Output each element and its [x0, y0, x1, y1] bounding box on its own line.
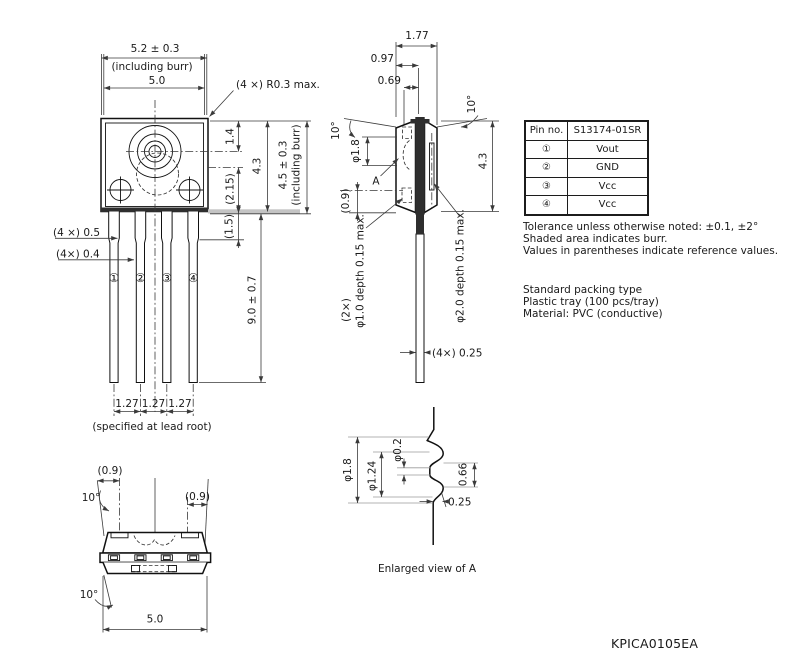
dim-height-burr: 4.5 ± 0.3: [278, 141, 290, 190]
burr-extension-band: [208, 209, 300, 214]
dim-pitch-2: 1.27: [142, 398, 165, 410]
note-packing-material: Material: PVC (conductive): [523, 308, 663, 321]
leads-front: [108, 211, 199, 383]
enlarged-view-caption: Enlarged view of A: [378, 563, 477, 575]
alignment-hole-right: [176, 176, 203, 204]
pitch-note: (specified at lead root): [92, 421, 211, 433]
bottom-body-upper: [101, 531, 209, 554]
dim-body-height: 4.3: [252, 158, 264, 175]
side-body-right: [423, 119, 438, 214]
note-tolerance: Tolerance unless otherwise noted: ±0.1, …: [523, 221, 759, 233]
groove-profile: [426, 407, 444, 545]
dim-lead-thickness: (4×) 0.25: [432, 348, 482, 360]
burr-shading: [101, 207, 208, 212]
pin-number-4: ④: [188, 271, 199, 285]
note-packing-title: Standard packing type: [523, 283, 643, 296]
dim-side-width: 1.77: [405, 30, 428, 42]
dim-side-097: 0.97: [371, 53, 394, 65]
front-view: 5.2 ± 0.3 (including burr) 5.0 (4 ×) R0.…: [53, 43, 320, 433]
side-burr-band: [415, 117, 425, 215]
drawing-notes: Tolerance unless otherwise noted: ±0.1, …: [523, 221, 778, 320]
table-row: ② GND: [524, 158, 649, 178]
table-pin-fn-1: Vout: [567, 139, 649, 159]
table-pin-fn-4: Vcc: [567, 195, 649, 215]
height-burr-note: (including burr): [291, 124, 303, 205]
document-number: KPICA0105EA: [611, 636, 699, 651]
dim-side-09: (0.9): [340, 189, 352, 214]
dim-bottom-angle-bottom: 10°: [80, 589, 99, 601]
dim-lead-root-width: (4 ×) 0.5: [53, 227, 100, 239]
pin-number-3: ③: [161, 271, 172, 285]
recess-left-count: (2×): [341, 298, 353, 322]
dim-enlarged-d18: φ1.8: [342, 458, 354, 482]
pin-function-table: Pin no. S13174-01SR ① Vout ② GND ③ Vcc ④…: [524, 120, 649, 216]
dim-bottom-09-left: (0.9): [98, 465, 123, 477]
dim-front-width: 5.0: [149, 75, 166, 87]
pin-number-1: ①: [109, 271, 120, 285]
bottom-view: (0.9) (0.9) 10° 10° 5.0: [80, 465, 212, 633]
table-pin-fn-2: GND: [567, 158, 649, 178]
bottom-lead-slots: [107, 554, 200, 562]
recess-right-label: φ2.0 depth 0.15 max.: [455, 209, 467, 323]
dim-lead-width: (4×) 0.4: [56, 249, 100, 261]
bottom-body-lower: [102, 562, 208, 575]
dim-shoulder: (1.5): [224, 214, 236, 239]
table-header-pin-no: Pin no.: [524, 120, 568, 141]
table-header-part-number: S13174-01SR: [567, 120, 649, 141]
table-pin-fn-3: Vcc: [567, 176, 649, 196]
enlarged-view: φ1.8 φ1.24 φ0.2 0.66 0.25 Enlarged view …: [342, 407, 478, 575]
dim-bottom-width: 5.0: [147, 614, 164, 626]
dim-enlarged-025: 0.25: [448, 497, 471, 509]
pin-number-2: ②: [135, 271, 146, 285]
dim-pitch-3: 1.27: [168, 398, 191, 410]
front-width-burr-note: (including burr): [111, 61, 192, 73]
dim-enlarged-d02: φ0.2: [392, 438, 404, 462]
alignment-hole-left: [107, 176, 134, 204]
note-parentheses: Values in parentheses indicate reference…: [523, 245, 779, 258]
dim-side-069: 0.69: [378, 75, 401, 87]
dim-angle-right: 10°: [466, 95, 478, 114]
table-row: ④ Vcc: [524, 195, 649, 215]
table-header-row: Pin no. S13174-01SR: [524, 120, 649, 141]
side-body-left: [395, 119, 417, 214]
note-shaded: Shaded area indicates burr.: [523, 233, 668, 246]
table-pin-no-4: ④: [524, 195, 568, 215]
table-pin-no-2: ②: [524, 158, 568, 178]
dim-front-width-burr: 5.2 ± 0.3: [131, 43, 180, 55]
table-row: ③ Vcc: [524, 176, 649, 196]
detail-a-label: A: [372, 176, 380, 188]
dim-enlarged-066: 0.66: [458, 462, 470, 486]
side-lead: [415, 233, 425, 383]
dim-angle-left: 10°: [330, 121, 342, 140]
note-packing-tray: Plastic tray (100 pcs/tray): [523, 295, 659, 308]
dim-bottom-angle-top: 10°: [82, 492, 101, 504]
dim-enlarged-d124: φ1.24: [367, 461, 379, 492]
side-view: 1.77 0.97 0.69 10° 10° φ1.8 A: [330, 30, 499, 383]
dim-lead-length: 9.0 ± 0.7: [247, 276, 259, 325]
dim-bottom-09-right: (0.9): [185, 491, 210, 503]
dim-lens-offset: 1.4: [225, 128, 237, 145]
package-outline: [100, 117, 209, 213]
dim-side-height: 4.3: [478, 153, 490, 170]
table-pin-no-3: ③: [524, 176, 568, 196]
recess-left-label: φ1.0 depth 0.15 max.: [355, 214, 367, 328]
table-pin-no-1: ①: [524, 139, 568, 159]
dim-groove-dia: φ1.8: [350, 139, 362, 163]
table-row: ① Vout: [524, 139, 649, 159]
corner-radius-note: (4 ×) R0.3 max.: [236, 79, 320, 91]
dim-pitch-1: 1.27: [115, 398, 138, 410]
dim-half-height: (2.15): [225, 173, 237, 205]
